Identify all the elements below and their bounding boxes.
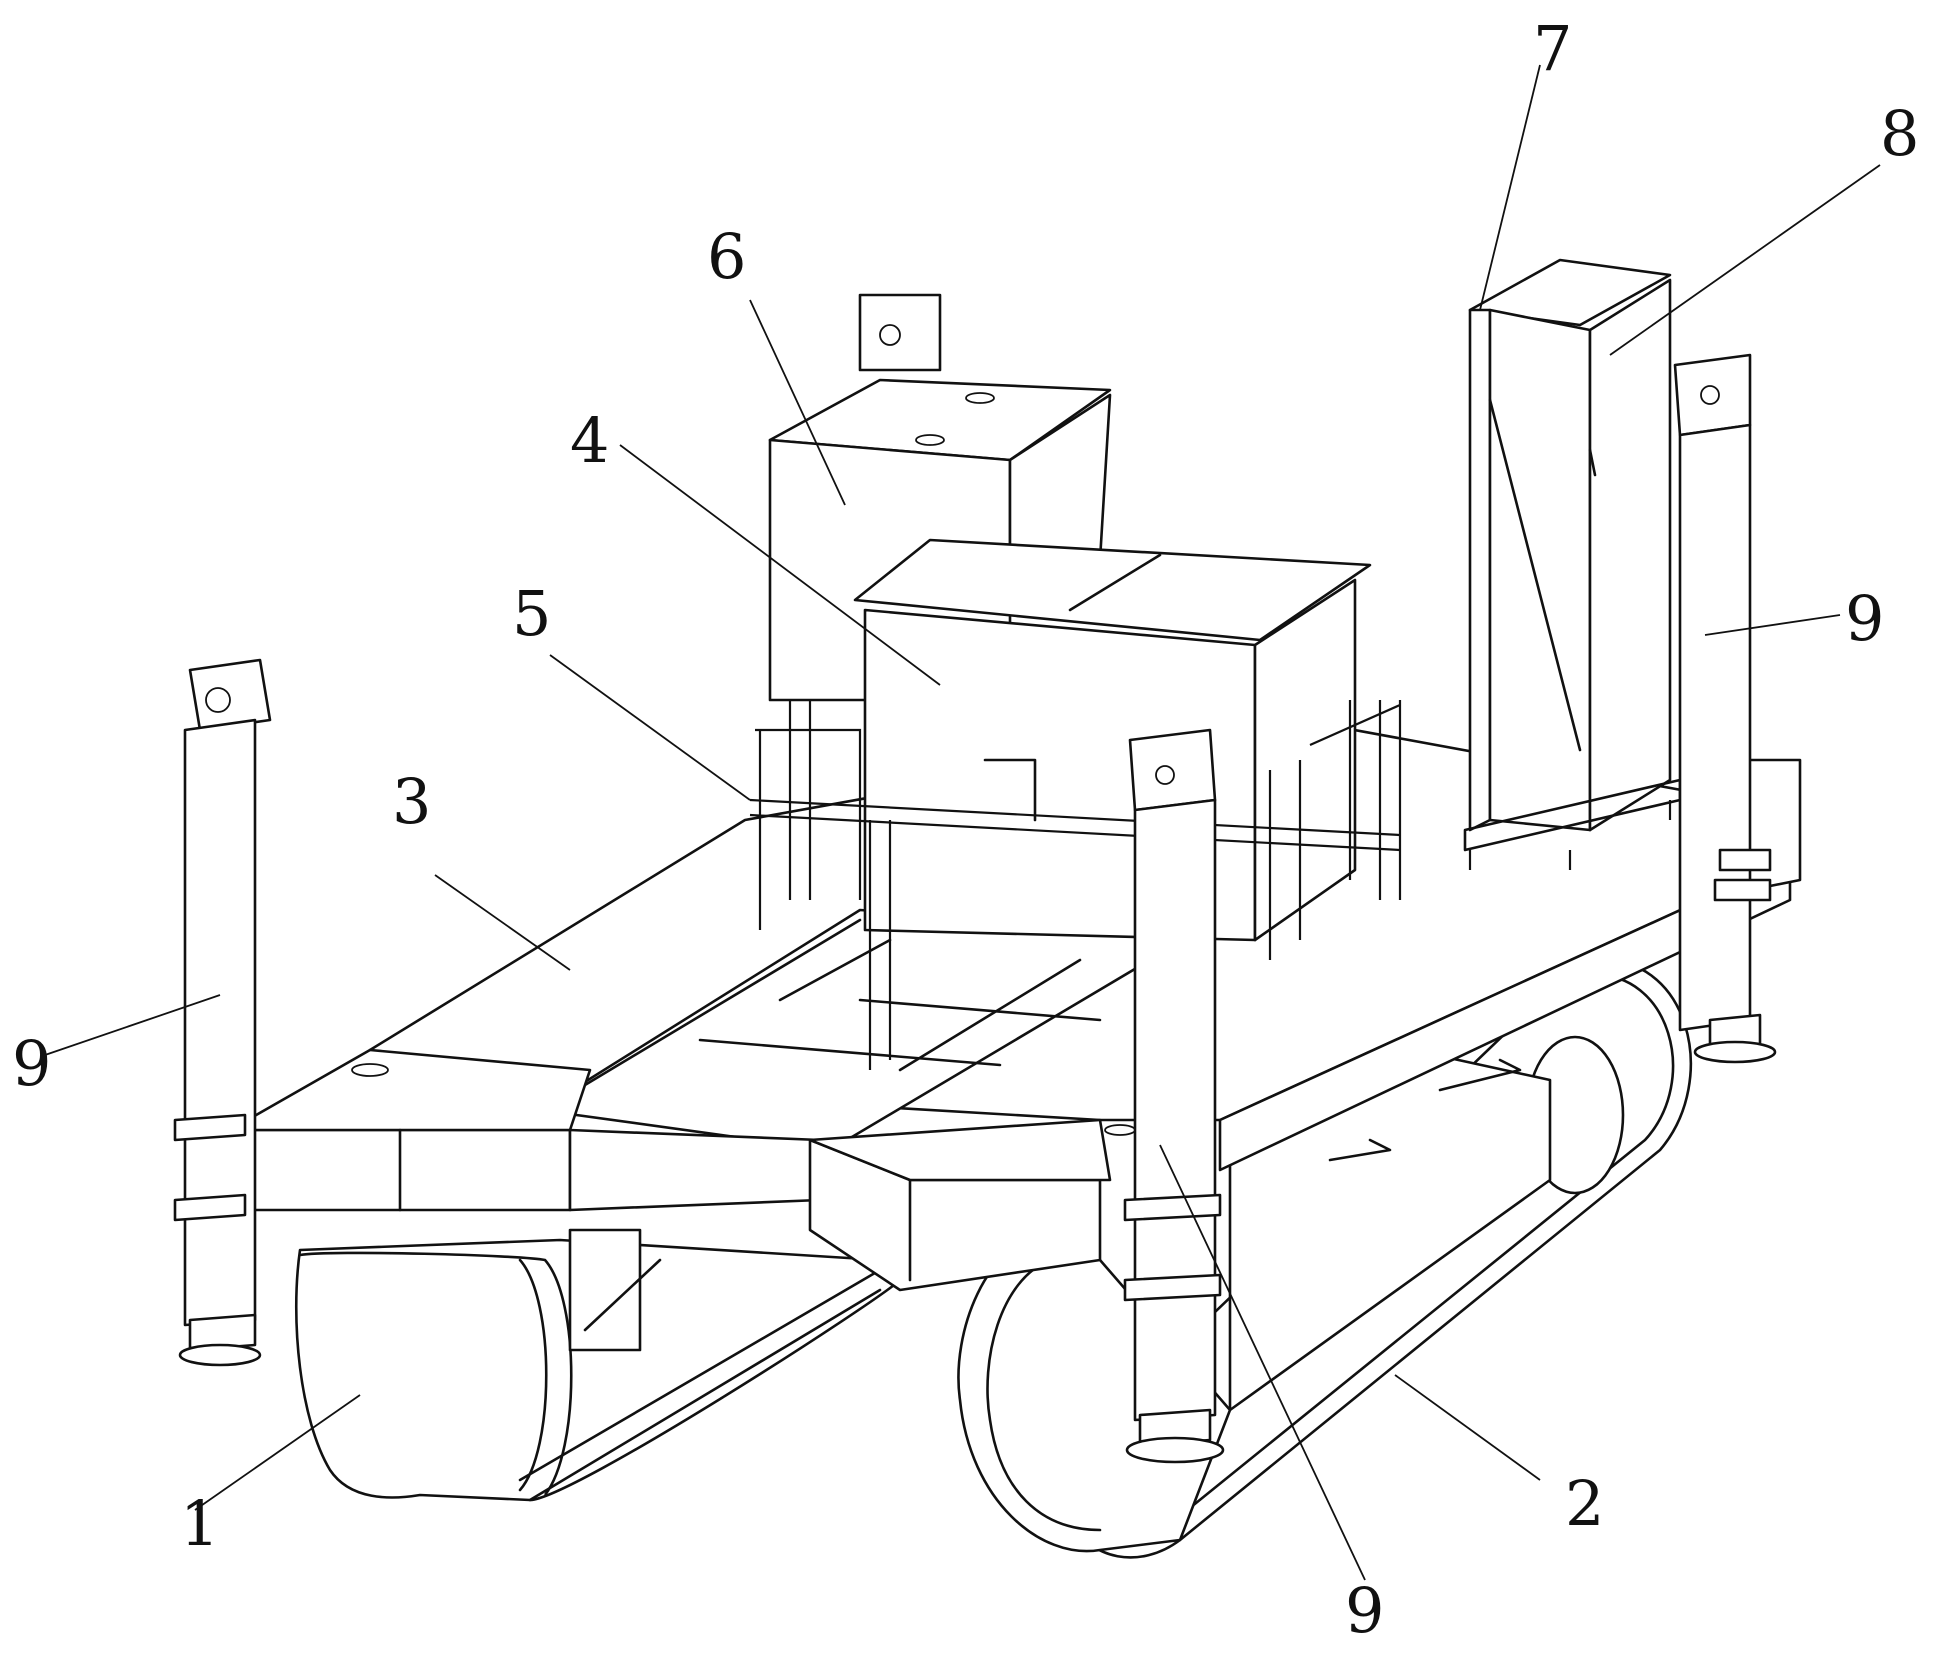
outrigger-right <box>1673 353 1777 1064</box>
outrigger-center <box>1123 728 1225 1464</box>
label-4: 4 <box>570 404 609 477</box>
label-9-right: 9 <box>1845 582 1884 655</box>
guard-rail <box>749 700 1402 1070</box>
outrigger-left <box>173 658 272 1367</box>
label-6: 6 <box>707 220 746 293</box>
label-3: 3 <box>392 765 431 838</box>
label-9-center: 9 <box>1345 1574 1384 1647</box>
left-crawler-track <box>294 1238 902 1502</box>
leader-lines <box>44 64 1881 1581</box>
label-7: 7 <box>1533 12 1572 85</box>
upper-box <box>853 538 1372 942</box>
figure-labels: 1 2 3 4 5 6 7 8 9 9 9 <box>12 12 1919 1647</box>
control-cabinet <box>1463 258 1682 870</box>
label-9-left: 9 <box>12 1027 51 1100</box>
label-1: 1 <box>180 1487 219 1560</box>
label-8: 8 <box>1880 97 1919 170</box>
label-5: 5 <box>512 577 551 650</box>
label-2: 2 <box>1565 1467 1604 1540</box>
